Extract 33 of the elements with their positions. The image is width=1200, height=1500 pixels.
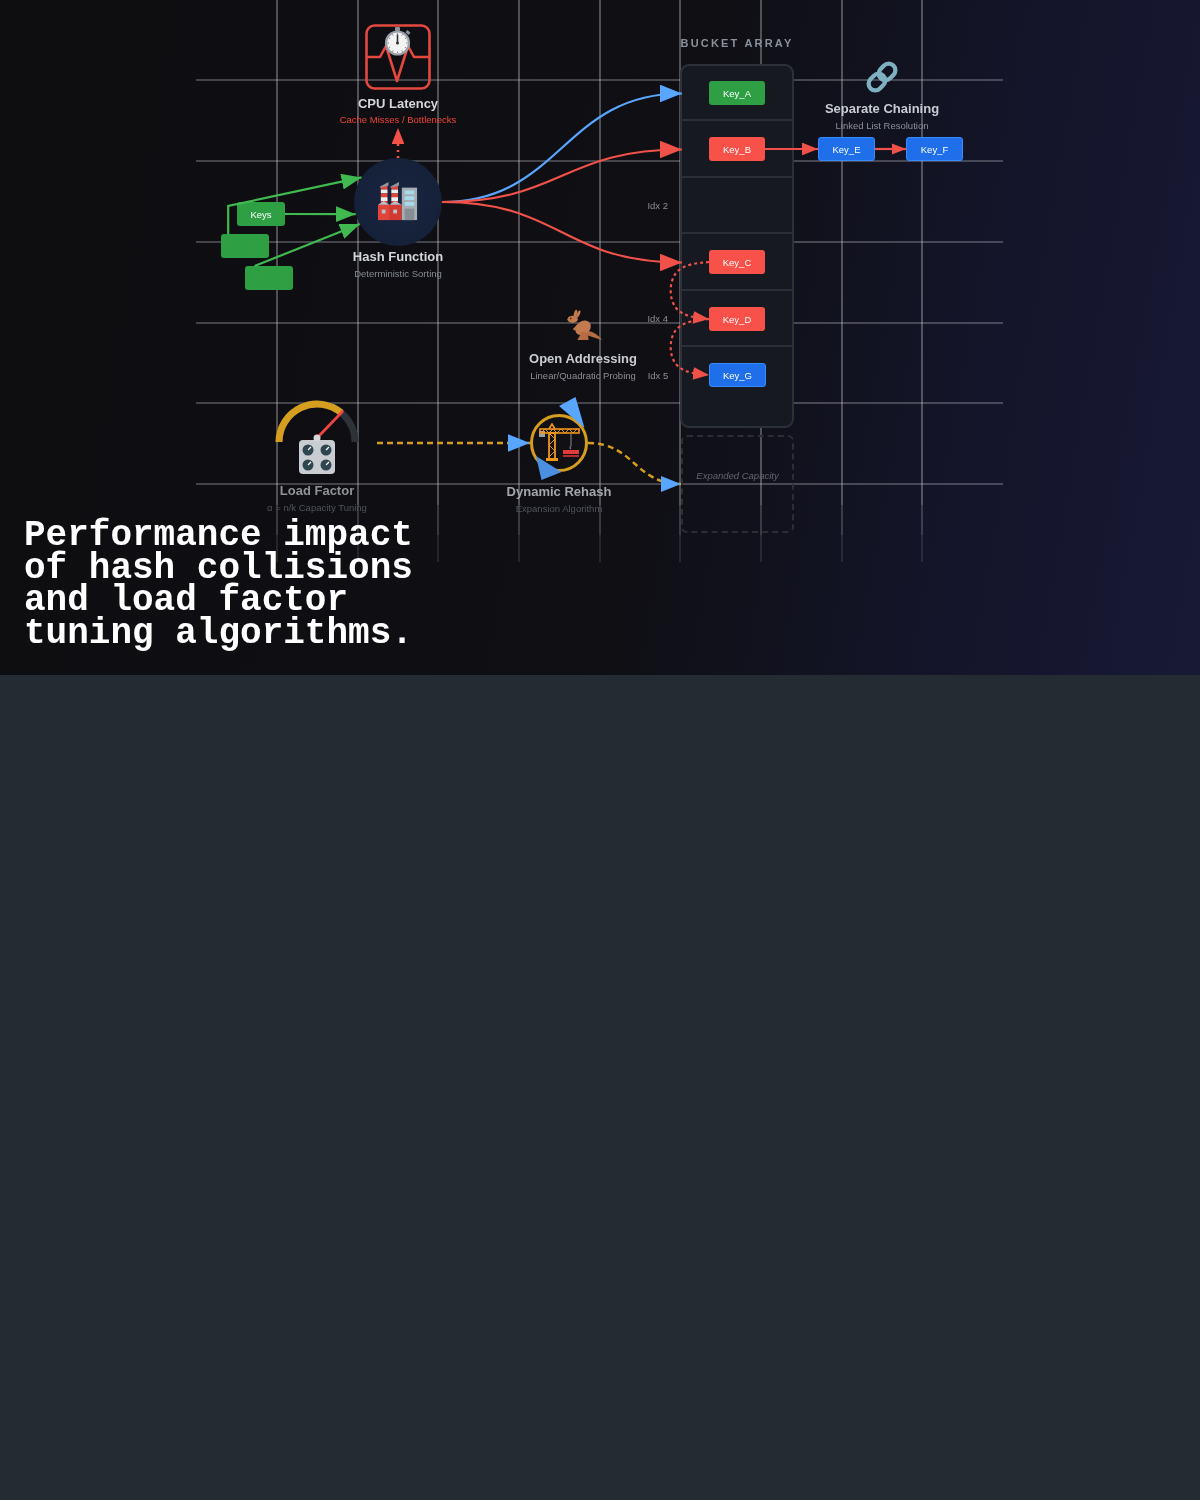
dashed-arrow (391, 128, 405, 158)
section-title: Separate Chaining (824, 101, 940, 116)
key-entry: Key_B (709, 137, 765, 161)
key-entry: Key_C (709, 250, 765, 274)
node-title: Dynamic Rehash (506, 484, 612, 499)
key-entry: Key_F (906, 137, 963, 161)
arrow (254, 222, 361, 268)
dashed-arrow (377, 434, 530, 452)
section-title: Open Addressing (529, 351, 637, 366)
key-entry: Key_D (709, 307, 765, 331)
section-heading: BUCKET ARRAY (680, 37, 794, 50)
key-entry: Key_G (709, 363, 766, 387)
node-title: CPU Latency (357, 96, 439, 111)
node-title: Hash Function (352, 249, 444, 264)
arrow (441, 200, 683, 271)
key-entry: Key_A (709, 81, 765, 105)
key-block (245, 266, 293, 290)
key-entry: Keys (237, 202, 285, 226)
arrow (765, 142, 818, 156)
section-subtitle: Linear/Quadratic Probing (530, 370, 636, 382)
dashed-arrow (587, 441, 682, 491)
index-label: Idx 2 (647, 200, 668, 212)
key-entry: Key_E (818, 137, 875, 161)
index-label: Idx 4 (647, 313, 668, 325)
arrow (227, 173, 362, 234)
arrow (875, 143, 906, 155)
node-title: Load Factor (279, 483, 355, 498)
index-label: Idx 5 (647, 370, 669, 382)
dashed-arrow (669, 260, 710, 324)
node-subtitle: Cache Misses / Bottlenecks (339, 114, 457, 126)
key-block (221, 234, 269, 258)
arrow (285, 206, 356, 223)
dashed-arrow (669, 317, 710, 380)
